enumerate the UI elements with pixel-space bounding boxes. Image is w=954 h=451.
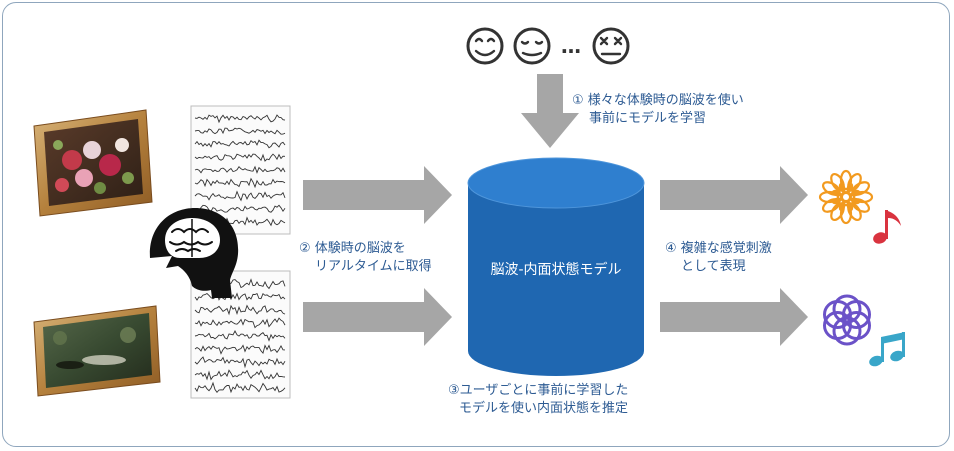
- mandala-inner-petal: [838, 183, 846, 193]
- arrow-right-top-input: [303, 166, 452, 224]
- mandala-inner-petal: [846, 183, 854, 193]
- mandala-inner-petal: [850, 189, 860, 197]
- mandala-inner-petal: [846, 201, 854, 211]
- eeg-trace: [194, 381, 286, 394]
- step4-label-line1: ④ 複雑な感覚刺激: [665, 241, 772, 256]
- dead-face-icon: [592, 27, 630, 65]
- eeg-trace: [194, 153, 286, 162]
- step1-label-line1: ① 様々な体験時の脳波を使い: [572, 93, 744, 108]
- eeg-trace: [194, 165, 286, 174]
- eeg-trace: [194, 344, 286, 355]
- eeg-trace: [194, 127, 286, 135]
- mandala-inner-petal: [832, 189, 842, 197]
- eeg-trace: [194, 291, 286, 301]
- eeg-trace: [194, 356, 286, 369]
- painting-flowers: [33, 109, 153, 217]
- eeg-traces-bottom: [194, 277, 286, 394]
- eeg-trace: [194, 177, 286, 189]
- calm-face-icon: [513, 27, 551, 65]
- eeg-trace: [194, 114, 286, 124]
- eeg-trace: [194, 304, 286, 316]
- mandala-inner-petal: [850, 197, 860, 205]
- eeg-trace: [194, 139, 286, 149]
- eeg-trace: [194, 330, 286, 342]
- faces-ellipsis: …: [561, 34, 581, 58]
- model-cylinder: [467, 157, 645, 376]
- smiling-face-icon: [466, 27, 504, 65]
- eeg-trace: [194, 369, 286, 381]
- painting-forest: [33, 305, 161, 397]
- step2-label-line1: ② 体験時の脳波を: [299, 241, 406, 256]
- step3-label-line2: モデルを使い内面状態を推定: [459, 401, 629, 416]
- eeg-trace: [194, 190, 286, 202]
- purple-flower-icon: [823, 294, 871, 346]
- mandala-inner-petal: [838, 201, 846, 211]
- arrow-right-top-output: [660, 166, 808, 224]
- step1-label-line2: 事前にモデルを学習: [589, 111, 707, 126]
- teal-music-note-icon: [869, 332, 905, 367]
- step2-label-line2: リアルタイムに取得: [315, 259, 432, 274]
- step4-label-line2: として表現: [681, 259, 746, 274]
- step3-label-line1: ③ユーザごとに事前に学習した: [448, 383, 629, 398]
- eeg-trace: [194, 317, 286, 329]
- head-brain-icon: [149, 208, 239, 298]
- mandala-inner-petal: [832, 197, 842, 205]
- orange-mandala-icon: [818, 169, 874, 225]
- eeg-sheet-bottom: [190, 270, 291, 399]
- arrow-right-bottom-output: [660, 288, 808, 346]
- model-label: 脳波-内面状態モデル: [490, 262, 622, 278]
- red-music-note-icon: [873, 210, 901, 244]
- arrow-down-to-model: [521, 74, 579, 148]
- arrow-right-bottom-input: [303, 288, 452, 346]
- eeg-traces-top: [194, 114, 286, 227]
